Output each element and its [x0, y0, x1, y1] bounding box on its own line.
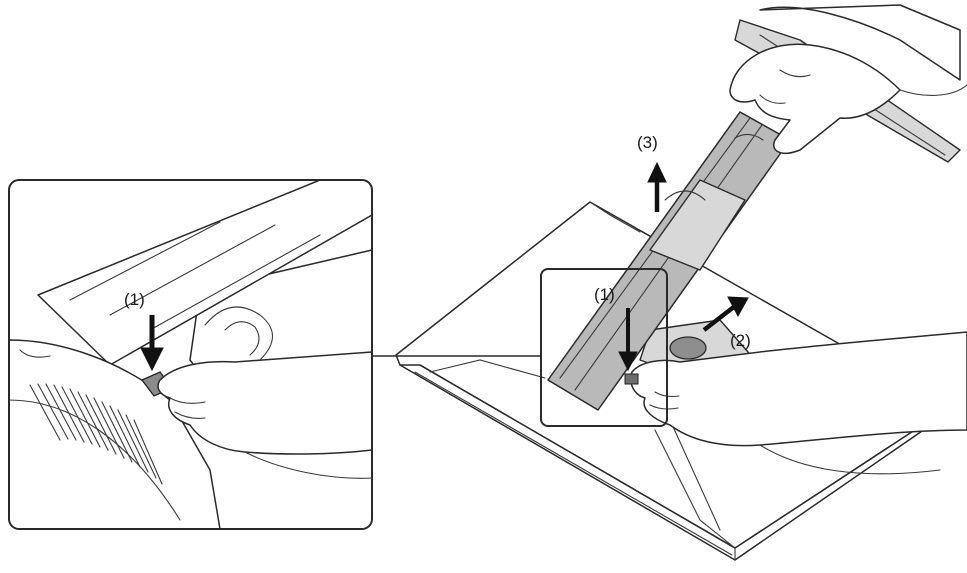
hinge-ribs	[29, 383, 163, 485]
step-1-label-inset: (1)	[124, 290, 145, 309]
arrow-down-icon-inset	[140, 315, 164, 372]
arrow-up-icon	[647, 161, 667, 212]
step-2-label: (2)	[730, 331, 751, 350]
arrow-diagonal-icon	[702, 296, 749, 332]
upper-hand	[729, 4, 967, 154]
lower-hand	[630, 331, 967, 475]
detail-inset: (1)	[8, 179, 373, 530]
step-1-label-main: (1)	[594, 285, 615, 304]
inset-frame	[8, 179, 373, 530]
detail-highlight-box	[540, 268, 668, 427]
step-3-label: (3)	[637, 133, 658, 152]
release-button	[624, 373, 639, 385]
arrow-down-icon	[618, 308, 638, 372]
